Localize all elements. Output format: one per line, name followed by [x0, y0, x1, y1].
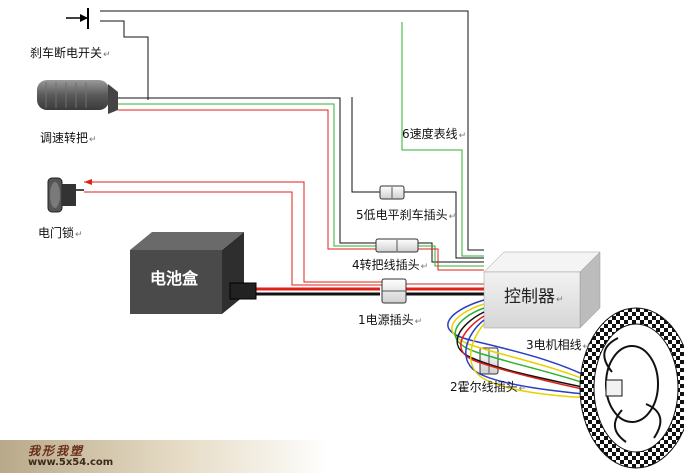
brake-switch-wires — [100, 10, 484, 251]
watermark-url: www.5x54.com — [28, 457, 114, 468]
power-plug-label: 1电源插头↵ — [358, 313, 423, 327]
ignition-lock-label: 电门锁↵ — [38, 226, 83, 240]
low-brake-plug-label: 5低电平刹车插头↵ — [356, 208, 457, 222]
speedometer-wire-label: 6速度表线↵ — [402, 127, 467, 141]
motor-phase-label: 3电机相线↵ — [526, 338, 591, 352]
hall-plug-label: 2霍尔线插头↵ — [450, 380, 527, 394]
controller-label: 控制器↵ — [504, 287, 564, 307]
throttle-label: 调速转把↵ — [40, 131, 97, 145]
battery-cables — [256, 283, 484, 296]
throttle-plug-label: 4转把线插头↵ — [352, 258, 429, 272]
battery-box — [130, 232, 257, 314]
throttle-wires — [118, 97, 484, 271]
ignition-lock-wires — [84, 179, 382, 286]
brake-switch-icon — [66, 8, 89, 29]
controller-box — [483, 251, 601, 329]
brake-switch-label: 刹车断电开关↵ — [30, 46, 111, 60]
throttle-grip-icon — [37, 80, 118, 114]
motor-wires — [447, 299, 607, 399]
throttle-plug-icon — [375, 238, 419, 253]
power-plug-icon — [381, 278, 407, 304]
watermark-title: 我形我塑 — [28, 444, 85, 458]
speedometer-wire — [401, 22, 484, 257]
battery-box-label: 电池盒 — [150, 269, 199, 288]
ignition-lock-icon — [47, 177, 84, 213]
watermark-banner: 我形我塑 www.5x54.com — [0, 440, 330, 473]
low-brake-wire — [351, 97, 484, 259]
low-brake-plug-icon — [379, 185, 405, 200]
hub-motor-wheel-icon — [579, 307, 684, 469]
